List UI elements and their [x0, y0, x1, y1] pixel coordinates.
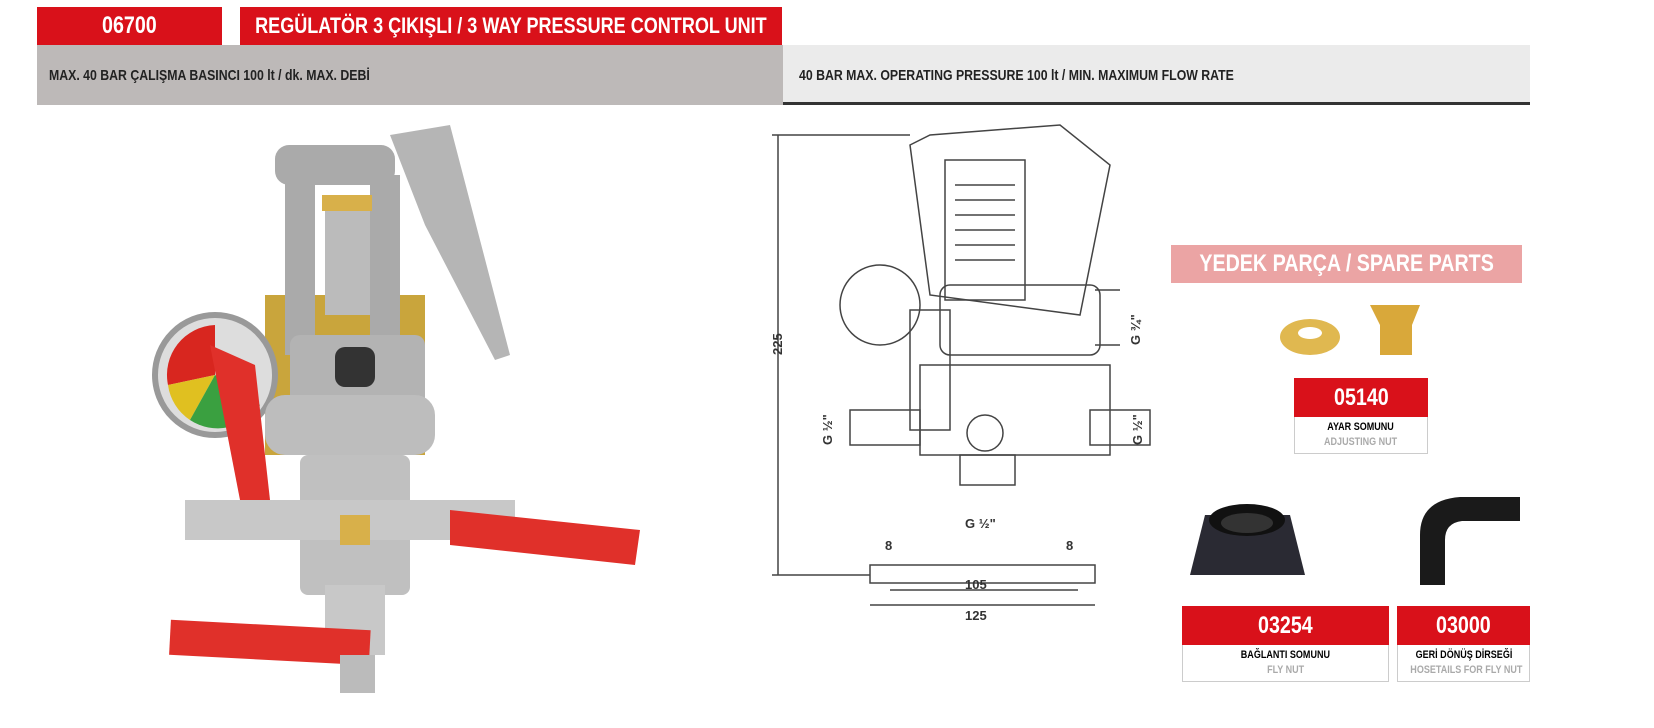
part-code: 05140 — [1333, 383, 1389, 411]
product-title: REGÜLATÖR 3 ÇIKIŞLI / 3 WAY PRESSURE CON… — [255, 13, 767, 38]
part-name-tr: AYAR SOMUNU — [1327, 421, 1395, 433]
spare-parts-heading: YEDEK PARÇA / SPARE PARTS — [1171, 245, 1522, 283]
spec-en: 40 BAR MAX. OPERATING PRESSURE 100 lt / … — [799, 67, 1234, 84]
dim-inner-width: 105 — [965, 577, 987, 592]
part-name-en: ADJUSTING NUT — [1324, 436, 1398, 448]
part-name-tr: BAĞLANTI SOMUNU — [1240, 649, 1331, 661]
dim-side-port-left: G ½" — [820, 414, 835, 445]
dim-top-port: G ¾" — [1128, 314, 1143, 345]
part-name-en: HOSETAILS FOR FLY NUT — [1410, 664, 1523, 676]
product-title-bar: REGÜLATÖR 3 ÇIKIŞLI / 3 WAY PRESSURE CON… — [240, 7, 782, 45]
part-code-03000: 03000 — [1397, 606, 1530, 645]
part-code-03254: 03254 — [1182, 606, 1389, 645]
part-code-05140: 05140 — [1294, 378, 1428, 417]
hosetail-elbow-photo — [1420, 497, 1520, 585]
dim-height: 225 — [770, 333, 785, 355]
technical-drawing: 225 G ¾" G ½" G ½" G ½" 8 8 105 125 — [770, 124, 1151, 623]
dim-bottom-port: G ½" — [965, 516, 996, 531]
fly-nut-photo — [1190, 504, 1305, 575]
part-name-en: FLY NUT — [1266, 664, 1305, 676]
part-code: 03254 — [1258, 611, 1313, 639]
dim-offset-left: 8 — [885, 538, 892, 553]
part-code: 03000 — [1436, 611, 1491, 639]
part-label-03254: BAĞLANTI SOMUNU FLY NUT — [1182, 645, 1389, 682]
spec-tr: MAX. 40 BAR ÇALIŞMA BASINCI 100 lt / dk.… — [49, 67, 370, 84]
part-label-03000: GERİ DÖNÜŞ DİRSEĞİ HOSETAILS FOR FLY NUT — [1397, 645, 1530, 682]
product-photo — [152, 125, 640, 693]
dim-offset-right: 8 — [1066, 538, 1073, 553]
spare-parts-heading-text: YEDEK PARÇA / SPARE PARTS — [1199, 250, 1494, 277]
product-code: 06700 — [102, 12, 157, 39]
spec-band-tr: MAX. 40 BAR ÇALIŞMA BASINCI 100 lt / dk.… — [37, 45, 783, 105]
product-code-badge: 06700 — [37, 7, 222, 45]
spec-band-en: 40 BAR MAX. OPERATING PRESSURE 100 lt / … — [783, 45, 1530, 105]
dim-side-port-right: G ½" — [1130, 414, 1145, 445]
part-label-05140: AYAR SOMUNU ADJUSTING NUT — [1294, 417, 1428, 454]
part-name-tr: GERİ DÖNÜŞ DİRSEĞİ — [1415, 649, 1512, 661]
dim-outer-width: 125 — [965, 608, 987, 623]
adjusting-nut-photo — [1280, 305, 1420, 355]
